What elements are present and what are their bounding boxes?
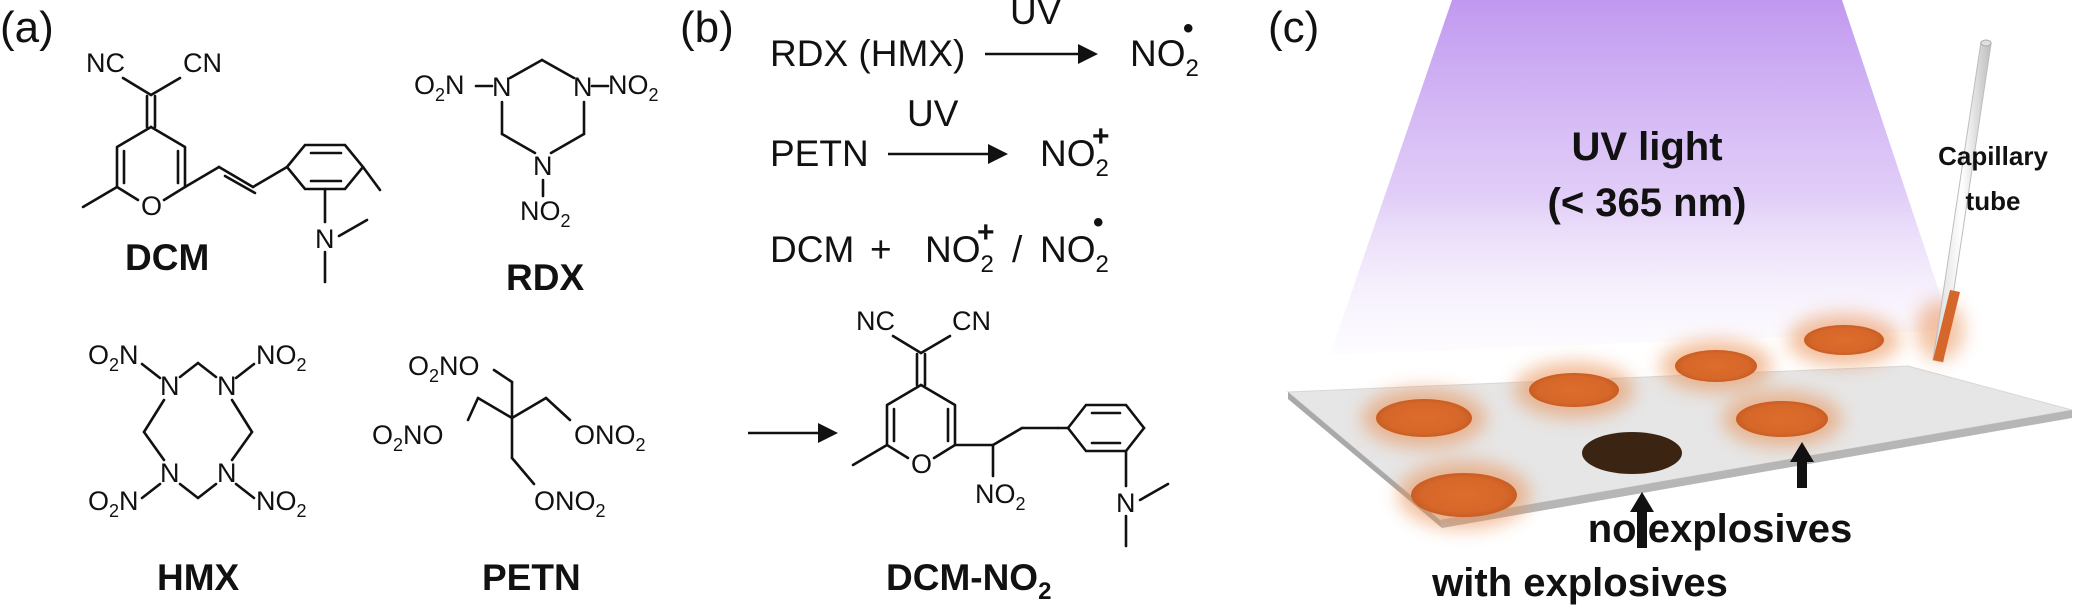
reaction2-product: NO2 [1040,133,1109,182]
no-explosives-arrow [1790,442,1814,488]
rdx-n-right: N [573,72,593,102]
dcmno2-dimethyl: N [1116,449,1170,548]
rdx-no2-right: NO2 [608,70,659,105]
petn-ono2-right: ONO2 [574,420,646,455]
rdx-name: RDX [506,257,584,298]
dcm-name: DCM [125,237,209,278]
spot-no-explosive [1376,399,1472,437]
dcm-n-label: N [315,224,335,254]
reaction3-slash: / [1012,229,1023,270]
dcm-no2-name: DCM-NO2 [886,557,1051,605]
reaction3-plus: + [870,229,892,270]
hmx-n-4: N [217,458,237,488]
dcmno2-cn-label: CN [952,306,991,336]
dcm-o-label: O [141,191,162,221]
reaction1-radical-dot: • [1183,12,1194,45]
reaction1-reactant: RDX (HMX) [770,33,965,74]
reaction2-condition: UV [907,93,959,134]
dcm-nc-label: NC [86,48,125,78]
spot-no-explosive [1411,473,1517,517]
capillary-label-line2: tube [1966,186,2021,216]
reaction2-reactant: PETN [770,133,869,174]
petn-structure: O2NO O2NO ONO2 ONO2 [372,351,646,521]
uv-light-beam [1330,0,1952,355]
hmx-n-1: N [160,371,180,401]
panel-label-b: (b) [680,3,734,52]
rdx-no2-bottom: NO2 [520,196,571,231]
hmx-no2-top: NO2 [256,340,307,375]
dcmno2-o-label: O [911,449,932,479]
spot-no-explosive [1675,350,1757,382]
reaction1-condition: UV [1010,0,1062,32]
dcm-no2-structure: NC CN O NO2 [851,306,1146,514]
rdx-n-bottom: N [533,151,553,181]
uv-wavelength: (< 365 nm) [1548,181,1747,225]
spot-no-explosive [1529,373,1619,407]
dcmno2-nc-label: NC [856,306,895,336]
dcmno2-no2-label: NO2 [975,479,1026,514]
spot-with-explosive [1582,432,1682,474]
dcm-cn-label: CN [183,48,222,78]
petn-name: PETN [482,557,581,598]
reaction1-arrow [985,44,1098,64]
reaction3-nitronium-plus: + [977,216,995,249]
reaction3-nitrogen-dioxide: NO2 [1040,229,1109,278]
reaction3-radical-dot: • [1093,206,1104,239]
dcm-dimethylamino: N [315,187,369,284]
rdx-n-left: N [492,72,512,102]
product-arrow [748,423,838,443]
panel-label-c: (c) [1268,3,1319,52]
rdx-o2n-left: O2N [414,70,465,105]
reaction3-nitronium: NO2 [925,229,994,278]
capillary-tube [1916,39,1992,363]
hmx-n-3: N [160,458,180,488]
spot-no-explosive [1804,325,1884,355]
panel-label-a: (a) [0,3,54,52]
reaction1-product: NO2 [1130,33,1199,82]
petn-o2no-top: O2NO [408,351,480,386]
reaction2-cation-plus: + [1092,120,1110,153]
hmx-n-2: N [217,371,237,401]
petn-ono2-bottom: ONO2 [534,486,606,521]
hmx-o2n-top: O2N [88,340,139,375]
with-explosives-label: with explosives [1431,561,1728,605]
capillary-label-line1: Capillary [1938,141,2048,171]
no-explosives-label: no explosives [1588,507,1853,551]
hmx-o2n-bottom: O2N [88,486,139,521]
hmx-name: HMX [157,557,240,598]
with-explosives-arrow [1630,492,1654,548]
uv-light-title: UV light [1571,125,1722,169]
hmx-no2-bottom: NO2 [256,486,307,521]
dcm-structure: NC CN O [81,48,382,221]
dcmno2-n-label: N [1116,488,1136,518]
reaction3-reactant: DCM [770,229,854,270]
spot-no-explosive [1736,401,1828,437]
rdx-structure: O2N N N NO2 N NO2 [414,58,659,231]
hmx-structure: O2N NO2 N N N N O2N NO2 [88,340,307,521]
reaction2-arrow [888,144,1008,164]
petn-o2no-left: O2NO [372,420,444,455]
